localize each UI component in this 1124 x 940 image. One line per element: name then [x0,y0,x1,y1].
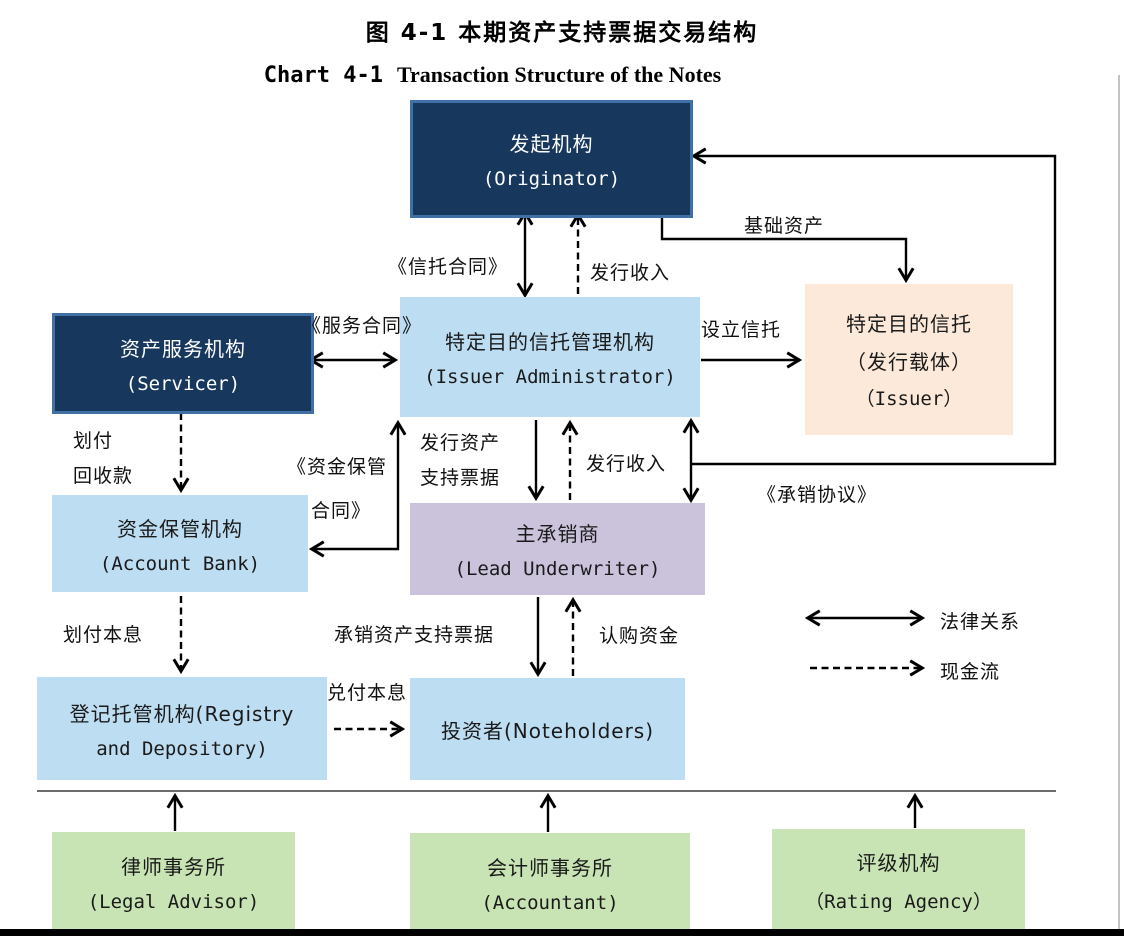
label-custody-contract-2: 合同》 [311,500,372,522]
node-issuer-administrator-en: (Issuer Administrator) [424,366,676,388]
label-issuance-proceeds-top: 发行收入 [590,262,671,284]
node-account-bank-en: (Account Bank) [99,552,261,575]
figure-title-zh: 图 4-1 本期资产支持票据交易结构 [365,20,759,46]
node-issuer-administrator: 特定目的信托管理机构 (Issuer Administrator) [400,297,700,417]
node-legal-advisor-en: (Legal Advisor) [87,891,260,913]
label-underwrite-notes: 承销资产支持票据 [334,624,495,646]
node-issuer-line1: 特定目的信托 [846,312,972,336]
node-originator: 发起机构 (Originator) [410,100,693,218]
label-underlying-assets: 基础资产 [744,215,825,237]
node-issuer-administrator-zh: 特定目的信托管理机构 [445,330,655,354]
node-noteholders-label: 投资者(Noteholders) [440,718,655,743]
node-lead-underwriter-en: (Lead Underwriter) [454,558,661,580]
node-registry-depository: 登记托管机构(Registry and Depository) [37,677,327,780]
figure-subtitle-text: Transaction Structure of the Notes [396,62,722,87]
node-noteholders: 投资者(Noteholders) [410,678,685,780]
label-issue-notes-2: 支持票据 [420,467,501,489]
node-lead-underwriter-zh: 主承销商 [515,522,600,546]
node-rating-agency: 评级机构 （Rating Agency） [772,829,1025,932]
node-servicer-zh: 资产服务机构 [120,336,246,361]
node-accountant-en: (Accountant) [481,891,619,914]
node-issuer-line3: （Issuer） [855,388,963,410]
node-originator-en: (Originator) [482,168,621,190]
label-transfer-principal-interest: 划付本息 [63,624,144,646]
figure-title-en: Chart 4-1 Transaction Structure of the No… [0,62,985,88]
node-rating-agency-en: （Rating Agency） [805,891,992,913]
label-establish-trust: 设立信托 [701,319,782,341]
edge-custody-contract [308,419,407,558]
figure-number: Chart 4-1 [263,63,383,88]
node-legal-advisor-zh: 律师事务所 [121,855,226,879]
label-subscription-funds: 认购资金 [599,625,680,647]
node-issuer-line2: （发行载体） [846,350,972,374]
node-originator-zh: 发起机构 [509,132,594,156]
node-legal-advisor: 律师事务所 (Legal Advisor) [52,832,295,932]
page-right-edge [1118,75,1120,929]
node-account-bank: 资金保管机构 (Account Bank) [52,495,308,592]
legend-legal-relation-label: 法律关系 [940,611,1021,633]
label-transfer-collections-1: 划付 [73,430,114,452]
legend-cash-flow-label: 现金流 [940,661,1001,683]
node-registry-line2: and Depository) [96,737,268,760]
label-redemption-principal-interest: 兑付本息 [327,682,408,704]
node-rating-agency-zh: 评级机构 [856,851,941,875]
node-registry-line1: 登记托管机构(Registry [69,701,295,726]
label-issue-notes-1: 发行资产 [420,432,501,454]
label-transfer-collections-2: 回收款 [73,465,134,487]
label-underwriting-agreement: 《承销协议》 [757,484,878,506]
node-accountant: 会计师事务所 (Accountant) [410,833,690,932]
node-account-bank-zh: 资金保管机构 [117,516,243,541]
node-lead-underwriter: 主承销商 (Lead Underwriter) [410,503,705,595]
node-servicer-en: (Servicer) [125,372,241,395]
label-service-contract: 《服务合同》 [302,315,423,337]
node-accountant-zh: 会计师事务所 [487,855,613,880]
label-trust-contract: 《信托合同》 [388,256,509,278]
node-servicer: 资产服务机构 (Servicer) [52,313,314,414]
label-issuance-proceeds-mid: 发行收入 [586,453,667,475]
label-custody-contract-1: 《资金保管 [287,456,388,478]
node-issuer: 特定目的信托 （发行载体） （Issuer） [805,284,1013,435]
page-bottom-rule [0,929,1124,936]
